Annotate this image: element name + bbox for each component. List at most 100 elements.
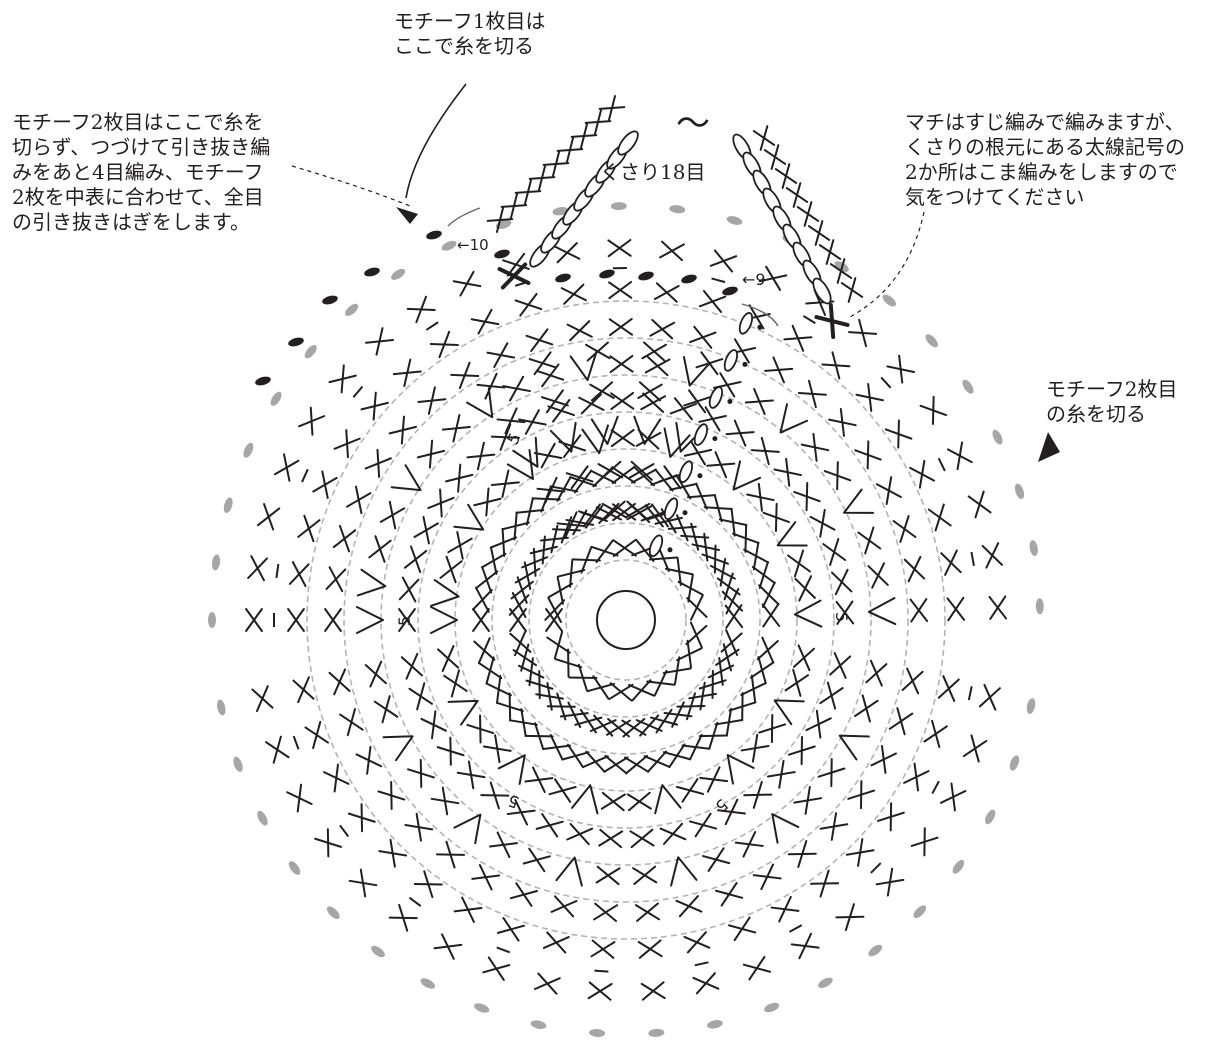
single-crochet-symbol xyxy=(286,783,313,813)
leader-arrow-icon xyxy=(1038,432,1060,462)
single-crochet-symbol xyxy=(876,802,905,832)
leader-line xyxy=(405,83,467,199)
single-crochet-symbol xyxy=(453,896,483,923)
single-crochet-symbol xyxy=(365,327,394,356)
leader-line xyxy=(847,211,925,319)
increase-v-symbol xyxy=(776,521,808,547)
single-crochet-symbol xyxy=(528,165,556,191)
leader-arrow-icon xyxy=(396,207,418,224)
single-crochet-symbol xyxy=(560,283,587,305)
slip-stitch-symbol xyxy=(420,978,436,989)
back-loop-mark xyxy=(352,385,364,398)
single-crochet-symbol xyxy=(867,562,889,589)
single-crochet-symbol xyxy=(683,389,712,414)
row-label-10: ←10 xyxy=(457,236,489,254)
single-crochet-symbol xyxy=(500,193,528,219)
single-crochet-symbol xyxy=(570,123,598,149)
single-crochet-symbol xyxy=(901,667,924,695)
single-crochet-symbol xyxy=(662,656,692,686)
single-crochet-symbol xyxy=(547,576,574,605)
single-crochet-symbol xyxy=(547,398,576,423)
single-crochet-symbol xyxy=(472,608,490,632)
single-crochet-symbol xyxy=(441,414,471,443)
single-crochet-symbol xyxy=(717,798,746,826)
single-crochet-symbol xyxy=(610,428,635,448)
single-crochet-symbol xyxy=(609,354,634,374)
back-loop-mark xyxy=(496,946,511,954)
single-crochet-symbol xyxy=(433,933,463,960)
back-loop-mark xyxy=(425,321,439,331)
single-crochet-symbol xyxy=(640,392,666,413)
back-loop-mark xyxy=(408,896,422,907)
single-crochet-symbol xyxy=(466,441,496,471)
single-crochet-symbol xyxy=(597,460,624,481)
increase-v-symbol xyxy=(453,503,485,531)
slip-stitch-symbol xyxy=(742,361,748,367)
guide-ring xyxy=(565,559,687,681)
back-loop-mark xyxy=(802,315,816,325)
single-crochet-symbol xyxy=(417,386,447,415)
single-crochet-symbol xyxy=(608,682,634,702)
single-crochet-symbol xyxy=(903,555,926,583)
single-crochet-symbol xyxy=(324,608,342,632)
single-crochet-symbol xyxy=(377,780,406,811)
single-crochet-symbol xyxy=(703,493,733,523)
single-crochet-symbol xyxy=(536,363,565,388)
single-crochet-symbol xyxy=(533,442,563,469)
increase-v-symbol xyxy=(590,415,619,445)
single-crochet-symbol xyxy=(482,956,511,981)
slip-stitch-symbol xyxy=(555,273,571,283)
increase-v-symbol xyxy=(867,597,897,626)
single-crochet-symbol xyxy=(595,865,621,886)
single-crochet-symbol xyxy=(835,903,865,932)
slip-stitch-symbol xyxy=(211,554,221,571)
single-crochet-symbol xyxy=(749,656,775,685)
single-crochet-symbol xyxy=(835,600,855,625)
single-crochet-symbol xyxy=(946,596,966,622)
single-crochet-symbol xyxy=(566,823,594,846)
increase-v-symbol xyxy=(654,784,682,815)
back-loop-mark xyxy=(880,376,892,389)
single-crochet-symbol xyxy=(589,381,615,402)
single-crochet-symbol xyxy=(452,270,482,297)
single-crochet-symbol xyxy=(774,163,798,189)
single-crochet-symbol xyxy=(787,840,817,868)
slip-stitch-symbol xyxy=(552,207,569,216)
back-loop-mark xyxy=(931,780,940,795)
single-crochet-symbol xyxy=(495,692,524,722)
slip-stitch-symbol xyxy=(304,345,317,359)
single-crochet-symbol xyxy=(548,778,577,803)
single-crochet-symbol xyxy=(407,758,435,788)
single-crochet-symbol xyxy=(323,763,350,793)
increase-v-symbol xyxy=(356,568,387,597)
single-crochet-symbol xyxy=(677,573,704,603)
chain-symbol xyxy=(693,423,709,446)
single-crochet-symbol xyxy=(631,465,657,487)
chain-continuation-mark: 〜 xyxy=(676,104,710,144)
slip-stitch-symbol xyxy=(589,1028,606,1038)
single-crochet-symbol xyxy=(662,743,692,768)
single-crochet-symbol xyxy=(476,372,506,400)
single-crochet-symbol xyxy=(669,474,698,500)
single-crochet-symbol xyxy=(546,631,571,660)
single-crochet-symbol xyxy=(967,490,992,519)
slip-stitch-symbol xyxy=(288,861,301,875)
single-crochet-symbol xyxy=(817,758,846,788)
single-crochet-symbol xyxy=(466,714,495,744)
single-crochet-symbol xyxy=(486,207,514,233)
single-crochet-symbol xyxy=(598,95,626,121)
slip-stitch-symbol xyxy=(208,612,216,628)
increase-v-symbol xyxy=(390,464,422,492)
chain-symbol xyxy=(812,277,832,305)
single-crochet-symbol xyxy=(632,865,658,886)
single-crochet-symbol xyxy=(794,575,816,602)
single-crochet-symbol xyxy=(728,916,757,942)
single-crochet-symbol xyxy=(746,482,775,512)
single-crochet-symbol xyxy=(761,602,781,628)
single-crochet-symbol xyxy=(702,847,731,872)
single-crochet-symbol xyxy=(480,546,507,575)
single-crochet-symbol xyxy=(659,822,687,845)
single-crochet-symbol xyxy=(855,383,884,412)
single-crochet-symbol xyxy=(496,407,526,435)
